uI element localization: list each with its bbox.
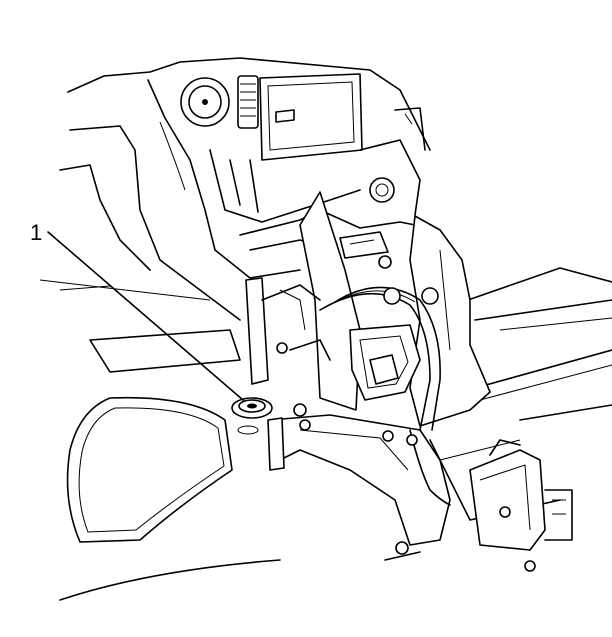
center-console xyxy=(59,57,431,321)
floor-bracket xyxy=(267,414,451,561)
floor-grommet xyxy=(231,397,273,435)
floor-mat xyxy=(39,279,281,601)
shifter-bracket xyxy=(239,191,491,431)
callout-number: 1 xyxy=(30,220,42,245)
callout-1: 1 xyxy=(30,220,244,401)
floor-panel xyxy=(429,267,612,521)
callout-leader-line xyxy=(47,231,244,401)
support-bracket xyxy=(469,439,573,572)
